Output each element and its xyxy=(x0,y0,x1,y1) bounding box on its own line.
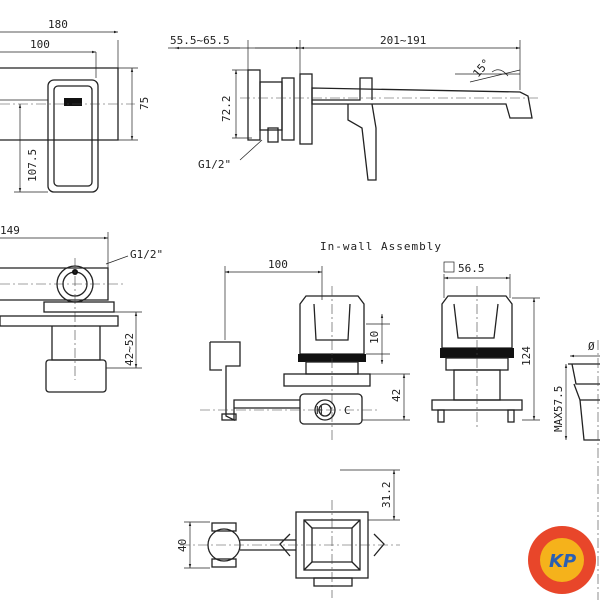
dim-75: 75 xyxy=(138,97,151,110)
dim-124: 124 xyxy=(520,346,533,366)
kp-logo: KP xyxy=(528,526,596,594)
dim-56-5: 56.5 xyxy=(458,262,485,275)
dim-15-deg: 15° xyxy=(470,56,493,80)
dim-149: 149 xyxy=(0,224,20,237)
dim-100: 100 xyxy=(30,38,50,51)
dim-diameter: Ø xyxy=(588,340,595,353)
dim-max57-5: MAX57.5 xyxy=(552,386,565,432)
dim-100-assembly: 100 xyxy=(268,258,288,271)
dim-107-5: 107.5 xyxy=(26,149,39,182)
dim-201-191: 201~191 xyxy=(380,34,426,47)
thread-label-top: G1/2" xyxy=(130,248,163,261)
top-view: 149 G1/2" 42~52 xyxy=(0,224,163,393)
logo-center xyxy=(540,538,584,582)
dim-42: 42 xyxy=(390,389,403,402)
thread-label-spout: G1/2" xyxy=(198,158,231,171)
dim-180: 180 xyxy=(48,18,68,31)
assembly-title: In-wall Assembly xyxy=(320,240,442,253)
bottom-view: 40 31.2 xyxy=(176,469,400,598)
dim-10: 10 xyxy=(368,331,381,344)
mark-c: C xyxy=(344,404,351,417)
logo-text: KP xyxy=(549,551,576,572)
side-view: 180 100 75 107.5 xyxy=(0,18,151,193)
spout-view: 55.5~65.5 201~191 15° 72.2 G1/2" xyxy=(168,34,540,181)
waste-view: Ø MAX57.5 xyxy=(552,340,600,600)
dim-40: 40 xyxy=(176,539,189,552)
valve-view: 56.5 124 xyxy=(431,261,540,430)
in-wall-assembly: In-wall Assembly 100 H C 10 42 xyxy=(200,240,442,440)
dim-55-5-65-5: 55.5~65.5 xyxy=(170,34,230,47)
dim-72-2: 72.2 xyxy=(220,96,233,123)
dim-42-52: 42~52 xyxy=(123,333,136,366)
dim-31-2: 31.2 xyxy=(380,482,393,509)
mark-h: H xyxy=(316,404,323,417)
